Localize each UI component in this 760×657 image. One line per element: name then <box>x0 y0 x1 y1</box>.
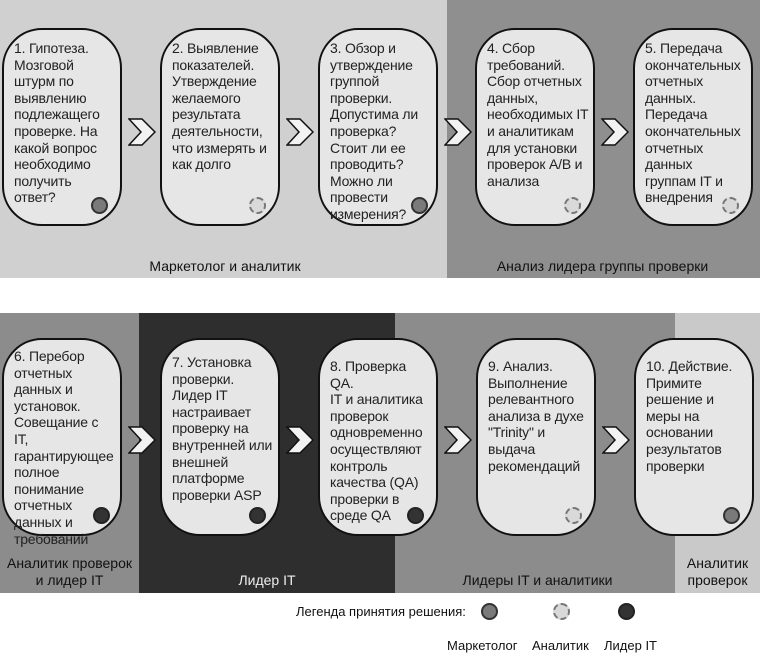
analyst-decision-icon <box>249 197 266 214</box>
legend-it-lead-icon <box>618 603 635 620</box>
chevron-right-icon <box>286 426 314 454</box>
step-text: 4. Сбор требований. Сбор отчетных данных… <box>487 40 589 189</box>
step-text: 5. Передача окончательных отчетных данны… <box>645 40 741 206</box>
lane-label: Лидеры IT и аналитики <box>462 572 613 588</box>
chevron-right-icon <box>128 426 156 454</box>
chevron-right-icon <box>601 118 629 146</box>
legend-label-marketer: Маркетолог <box>447 638 518 653</box>
step-card-3: 3. Обзор и утверждение группой проверки.… <box>318 28 438 226</box>
step-card-10: 10. Действие. Примите решение и меры на … <box>634 338 754 536</box>
analyst-decision-icon <box>564 197 581 214</box>
step-card-9: 9. Анализ. Выполнение релевантного анали… <box>476 338 596 536</box>
it-lead-decision-icon <box>407 507 424 524</box>
step-text: 7. Установка проверки. Лидер IT настраив… <box>172 354 273 503</box>
chevron-right-icon <box>444 426 472 454</box>
it-lead-decision-icon <box>93 507 110 524</box>
analyst-decision-icon <box>722 197 739 214</box>
lane-label: Анализ лидера группы проверки <box>496 258 709 274</box>
chevron-right-icon <box>602 426 630 454</box>
step-card-6: 6. Перебор отчетных данных и установок. … <box>2 338 122 547</box>
lane-label: Лидер IT <box>238 572 296 588</box>
chevron-right-icon <box>444 118 472 146</box>
step-text: 1. Гипотеза. Мозговой штурм по выявлению… <box>14 40 100 206</box>
step-text: 2. Выявление показателей. Утверждение же… <box>172 40 267 173</box>
step-text: 10. Действие. Примите решение и меры на … <box>646 358 733 474</box>
step-card-8: 8. Проверка QA. IT и аналитика проверок … <box>318 338 438 536</box>
step-text: 8. Проверка QA. IT и аналитика проверок … <box>330 358 423 524</box>
chevron-right-icon <box>286 118 314 146</box>
step-card-7: 7. Установка проверки. Лидер IT настраив… <box>160 338 280 536</box>
lane-label: Аналитик проверок и лидер IT <box>6 555 132 588</box>
it-lead-decision-icon <box>249 507 266 524</box>
marketer-decision-icon <box>91 197 108 214</box>
lane-label: Маркетолог и аналитик <box>149 258 301 274</box>
marketer-decision-icon <box>411 197 428 214</box>
step-card-2: 2. Выявление показателей. Утверждение же… <box>160 28 280 226</box>
step-text: 6. Перебор отчетных данных и установок. … <box>14 348 114 547</box>
legend-marketer-icon <box>481 603 498 620</box>
chevron-right-icon <box>128 118 156 146</box>
analyst-decision-icon <box>565 507 582 524</box>
legend-analyst-icon <box>553 603 570 620</box>
step-text: 3. Обзор и утверждение группой проверки.… <box>330 40 418 222</box>
step-card-4: 4. Сбор требований. Сбор отчетных данных… <box>475 28 595 226</box>
step-card-5: 5. Передача окончательных отчетных данны… <box>633 28 753 226</box>
lane-label: Аналитик проверок <box>686 555 749 588</box>
step-text: 9. Анализ. Выполнение релевантного анали… <box>488 358 584 474</box>
legend-label-it-lead: Лидер IT <box>604 638 658 653</box>
legend-title: Легенда принятия решения: <box>296 604 466 619</box>
legend-label-analyst: Аналитик <box>532 638 589 653</box>
marketer-decision-icon <box>723 507 740 524</box>
step-card-1: 1. Гипотеза. Мозговой штурм по выявлению… <box>2 28 122 226</box>
